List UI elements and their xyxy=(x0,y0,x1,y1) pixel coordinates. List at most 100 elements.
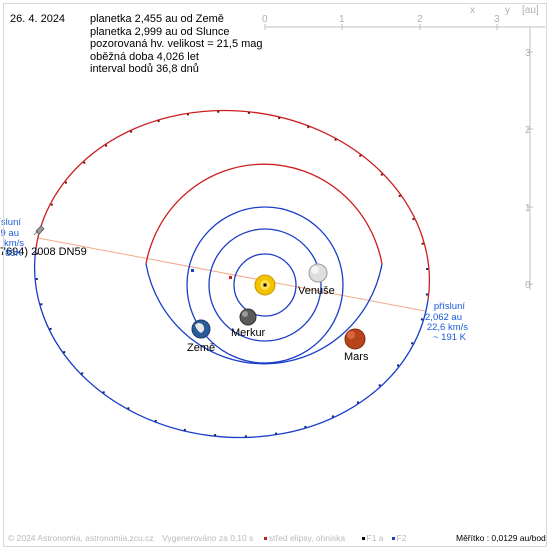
x-tick-label: 1 xyxy=(339,14,345,25)
earth-planet[interactable] xyxy=(191,319,211,339)
orbit-point xyxy=(186,113,189,116)
orbit-point xyxy=(426,268,429,270)
orbit-point xyxy=(183,428,186,431)
orbit-point xyxy=(247,111,250,114)
orbit-point xyxy=(398,194,401,197)
mars-orbit-blue xyxy=(145,263,383,365)
orbit-point xyxy=(275,432,278,435)
orbit-point xyxy=(36,252,39,255)
perihelion-left-distance: 9 au xyxy=(1,228,20,239)
orbit-point xyxy=(244,435,247,438)
perihelion-left-label: přísluní 9 au km/s 85K xyxy=(0,217,24,259)
orbit-point xyxy=(425,293,428,296)
orbit-point xyxy=(217,110,220,113)
mars-orbit-red xyxy=(145,163,383,265)
orbit-point xyxy=(130,130,133,133)
sun xyxy=(254,274,276,296)
apsidal-line xyxy=(37,237,426,312)
orbit-point xyxy=(35,278,38,280)
asteroid-icon[interactable] xyxy=(33,225,45,236)
perihelion-distance: 2,062 au xyxy=(425,312,462,323)
black-square-icon xyxy=(361,536,365,540)
y-tick-label: 3 xyxy=(525,48,531,59)
perihelion-title: přísluní xyxy=(434,301,466,312)
x-tick-label: 3 xyxy=(494,14,500,25)
axis-labels: 0 1 2 3 x y [au] 3 2 1 0 xyxy=(262,5,539,291)
orbit-point xyxy=(105,144,108,147)
scale-label: Měřítko : 0,0129 au/bod xyxy=(456,533,546,543)
x-tick-label: 0 xyxy=(262,14,268,25)
date-label: 26. 4. 2024 xyxy=(10,13,66,25)
planet-orbits xyxy=(145,163,383,365)
y-tick-label: 2 xyxy=(525,125,531,136)
orbit-point xyxy=(81,372,84,375)
unit-label: [au] xyxy=(522,5,539,16)
orbit-point xyxy=(102,391,105,394)
perihelion-left-speed: km/s xyxy=(4,238,24,249)
orbit-point xyxy=(154,419,157,422)
orbit-point xyxy=(304,425,307,428)
orbit-point xyxy=(397,364,399,367)
earth-orbit xyxy=(186,206,344,364)
orbit-point xyxy=(214,434,217,437)
y-axis-letter: y xyxy=(505,5,510,16)
orbit-point xyxy=(307,126,310,129)
y-tick-label: 1 xyxy=(525,203,531,214)
info-line-earth-distance: planetka 2,455 au od Země xyxy=(90,13,224,25)
orbit-point xyxy=(421,242,424,245)
mercury-orbit xyxy=(233,253,297,317)
axes xyxy=(264,24,545,290)
info-line-sun-distance: planetka 2,999 au od Slunce xyxy=(90,25,230,38)
asteroid-orbit xyxy=(33,109,431,439)
focus-f1-marker xyxy=(263,283,267,287)
asteroid-label: (467694) 2008 DN59 xyxy=(0,246,87,258)
legend-center: střed elipsy, ohniska xyxy=(262,533,351,543)
orbit-point-markers xyxy=(35,110,429,438)
orbit-point xyxy=(157,120,160,123)
ellipse-center-marker xyxy=(229,276,232,279)
perihelion-right-label: přísluní 2,062 au 22,6 km/s ~ 191 K xyxy=(425,301,468,343)
mercury-planet[interactable] xyxy=(239,308,257,326)
perihelion-speed: 22,6 km/s xyxy=(427,322,468,333)
orbit-point xyxy=(127,407,130,410)
info-panel: planetka 2,455 au od Země planetka 2,999… xyxy=(90,13,263,76)
mars-planet[interactable] xyxy=(344,328,366,350)
y-tick-label: 0 xyxy=(525,280,531,291)
orbit-point xyxy=(50,203,53,206)
perihelion-temperature: ~ 191 K xyxy=(433,332,467,343)
blue-square-icon xyxy=(391,536,395,540)
orbit-point xyxy=(412,218,415,221)
venus-planet[interactable] xyxy=(308,263,328,283)
asteroid-orbit-red xyxy=(35,109,431,301)
planet-labels: Venuše Merkur Země Mars (467694) 2008 DN… xyxy=(0,246,369,363)
orbit-point xyxy=(63,351,66,354)
generated-text: Vygenerováno za 0,10 s xyxy=(162,533,254,543)
perihelion-left-temperature: 85K xyxy=(5,248,23,259)
mercury-label: Merkur xyxy=(231,327,266,339)
venus-label: Venuše xyxy=(298,285,335,297)
asteroid-orbit-blue xyxy=(33,247,429,439)
orbit-point xyxy=(356,401,359,404)
venus-orbit xyxy=(208,228,322,342)
orbit-point xyxy=(380,173,383,176)
orbit-point xyxy=(420,318,423,321)
x-axis-letter: x xyxy=(470,5,475,16)
red-square-icon xyxy=(263,536,267,540)
orbit-point xyxy=(40,303,43,306)
footer: © 2024 Astronomia, astronomia.zcu.cz Vyg… xyxy=(8,533,418,543)
x-tick-label: 2 xyxy=(417,14,423,25)
focus-f2-marker xyxy=(191,269,194,272)
orbit-point xyxy=(359,154,362,157)
info-line-magnitude: pozorovaná hv. velikost = 21,5 mag xyxy=(90,38,263,50)
perihelion-left-title: přísluní xyxy=(0,217,21,228)
orbit-point xyxy=(65,181,67,184)
orbit-point xyxy=(411,342,414,345)
orbit-point xyxy=(49,327,52,330)
info-line-interval: interval bodů 36,8 dnů xyxy=(90,63,199,75)
mars-label: Mars xyxy=(344,351,369,363)
orbit-point xyxy=(83,161,86,164)
orbit-point xyxy=(334,138,337,141)
